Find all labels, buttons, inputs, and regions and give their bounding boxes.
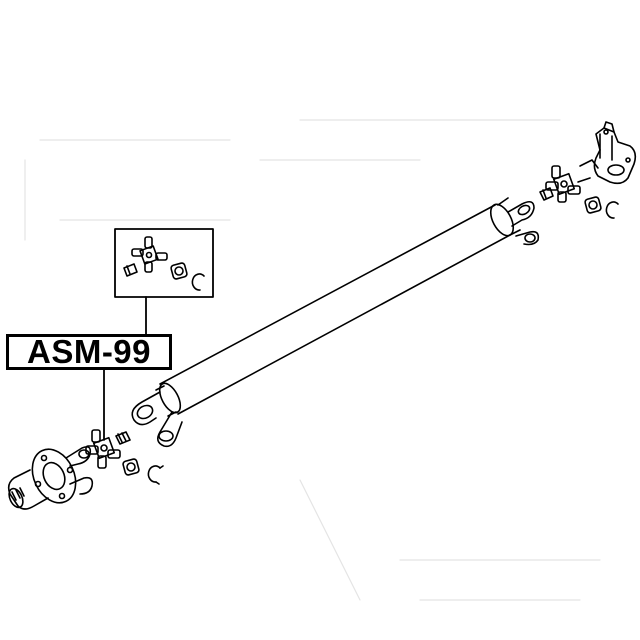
- front-bearing-cup: [122, 458, 140, 476]
- inset-grease-nipple: [123, 263, 138, 277]
- rear-shaft-yoke: [507, 200, 540, 246]
- part-number-label: ASM-99: [6, 333, 172, 370]
- rear-grease-nipple: [539, 187, 554, 201]
- faint-background-lines: [24, 119, 601, 601]
- front-flange-yoke: [7, 446, 94, 510]
- callout-inset: [114, 228, 214, 298]
- front-shaft-yoke: [131, 391, 183, 448]
- rear-snap-ring: [605, 201, 619, 219]
- front-snap-ring: [147, 465, 164, 485]
- inset-bearing-cup: [170, 262, 188, 280]
- rear-universal-joint: [545, 165, 581, 203]
- front-grease-nipple: [115, 431, 131, 445]
- rear-bearing-cup: [584, 196, 602, 214]
- rear-flange-yoke: [577, 121, 637, 185]
- shaft-tube: [155, 197, 521, 417]
- inset-snap-ring: [191, 273, 205, 291]
- front-universal-joint: [85, 429, 121, 469]
- callout-leader-lines: [103, 296, 147, 441]
- inset-universal-joint-cross: [131, 236, 168, 273]
